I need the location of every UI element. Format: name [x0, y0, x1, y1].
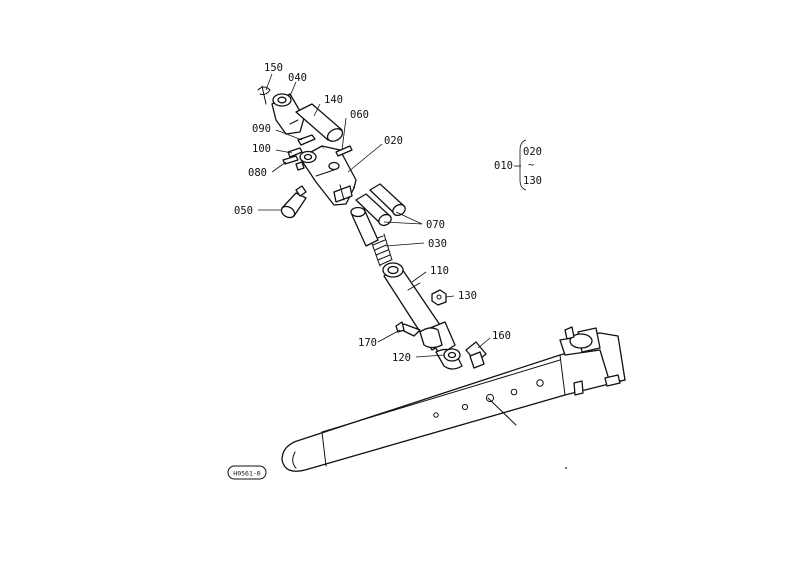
callout-110: 110 [430, 265, 449, 277]
callout-080: 080 [248, 167, 267, 179]
speck [565, 467, 567, 469]
leader-lines [258, 73, 491, 358]
bolt-170 [395, 321, 421, 337]
callout-020: 020 [384, 135, 403, 147]
callout-050: 050 [234, 205, 253, 217]
bolt-160 [465, 341, 487, 369]
assembly-range-key: 010 020 ~ 130 [494, 139, 542, 191]
pin-140 [295, 103, 344, 142]
top-yoke [271, 93, 305, 135]
callout-070: 070 [426, 219, 445, 231]
callout-140: 140 [324, 94, 343, 106]
lower-link-arm [281, 326, 626, 472]
clevis-pin-050 [280, 185, 307, 219]
callout-060: 060 [350, 109, 369, 121]
callout-160: 160 [492, 330, 511, 342]
small-pins [282, 134, 353, 171]
upper-tube [350, 206, 379, 247]
drawing-stamp: H0561-0 [227, 465, 267, 480]
callout-030: 030 [428, 238, 447, 250]
adjuster-tube [382, 262, 463, 370]
callout-130: 130 [458, 290, 477, 302]
callout-170: 170 [358, 337, 377, 349]
callout-040: 040 [288, 72, 307, 84]
callout-120: 120 [392, 352, 411, 364]
callout-090: 090 [252, 123, 271, 135]
assembly-range-end: 130 [523, 175, 542, 187]
callout-150: 150 [264, 62, 283, 74]
upper-fork [299, 145, 357, 206]
pins-070 [355, 183, 406, 227]
assembly-range-separator: ~ [528, 159, 534, 171]
callout-labels: 150 040 140 090 060 020 100 080 050 070 … [234, 62, 511, 364]
assembly-parent-label: 010 [494, 160, 513, 172]
drawing-stamp-text: H0561-0 [233, 470, 260, 478]
collar-120 [443, 348, 461, 362]
callout-100: 100 [252, 143, 271, 155]
clip-150 [257, 85, 271, 105]
assembly-range-start: 020 [523, 146, 542, 158]
nut-130 [431, 289, 447, 306]
